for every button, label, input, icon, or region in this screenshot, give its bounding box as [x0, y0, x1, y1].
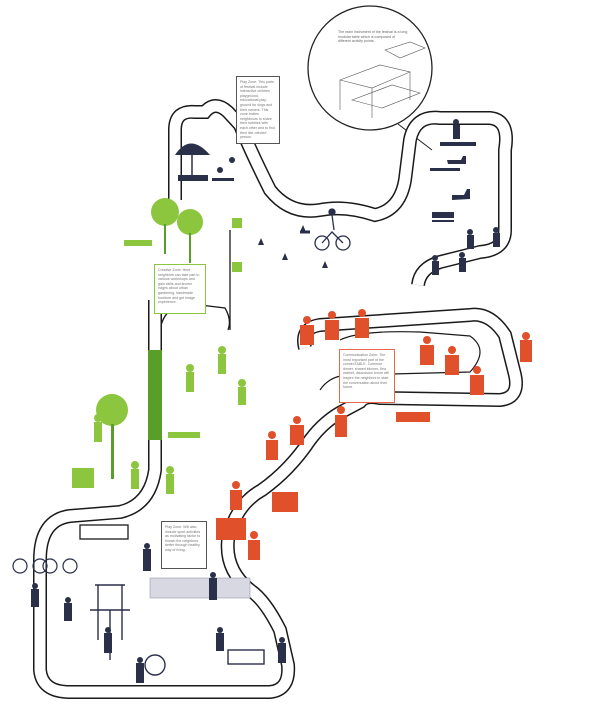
crate-stack [216, 518, 246, 540]
pallet-furniture [72, 468, 94, 488]
person-icon [131, 461, 139, 469]
communication-zone-note: Communication Zone: The most important p… [339, 349, 395, 403]
seesaw-icon [212, 178, 234, 181]
vertical-garden [148, 350, 162, 440]
communication-area [216, 309, 532, 560]
playground [175, 143, 235, 181]
person-icon [94, 414, 102, 422]
tree-icon [177, 209, 203, 235]
play-zone-note: Play Zone: This parts of festival includ… [236, 76, 280, 144]
planter-icon [168, 432, 200, 438]
person-icon [229, 157, 235, 163]
modular-table-track [33, 99, 523, 699]
cones [258, 225, 328, 268]
modular-table-sketch [338, 41, 426, 118]
shelf [79, 524, 129, 540]
cyclist-with-dog [300, 208, 351, 251]
person-icon [218, 346, 226, 354]
person-icon [238, 379, 246, 387]
dog-park [430, 119, 500, 275]
parasol-icon [175, 143, 210, 155]
person-icon [186, 364, 194, 372]
magnifier-circle [307, 5, 433, 131]
people [31, 543, 286, 683]
garden [72, 198, 246, 494]
table-description-note: The main instrument of the festival is a… [338, 30, 408, 44]
sports-area [12, 524, 286, 683]
kitchen-counter [396, 412, 430, 422]
gym-bars [90, 584, 265, 676]
person-icon [217, 167, 223, 173]
sport-play-zone-note: Play Zone: Will also include sport activ… [161, 521, 207, 569]
planter-icon [124, 240, 152, 246]
bicycles-icon [12, 558, 78, 574]
volleyball-net [149, 577, 251, 599]
person-icon [166, 466, 174, 474]
crate-stack [272, 492, 298, 512]
creative-zone-note: Creative Zone: Here neighbors can take p… [154, 264, 206, 314]
tree-icon [151, 198, 179, 226]
tree-icon [96, 394, 128, 426]
